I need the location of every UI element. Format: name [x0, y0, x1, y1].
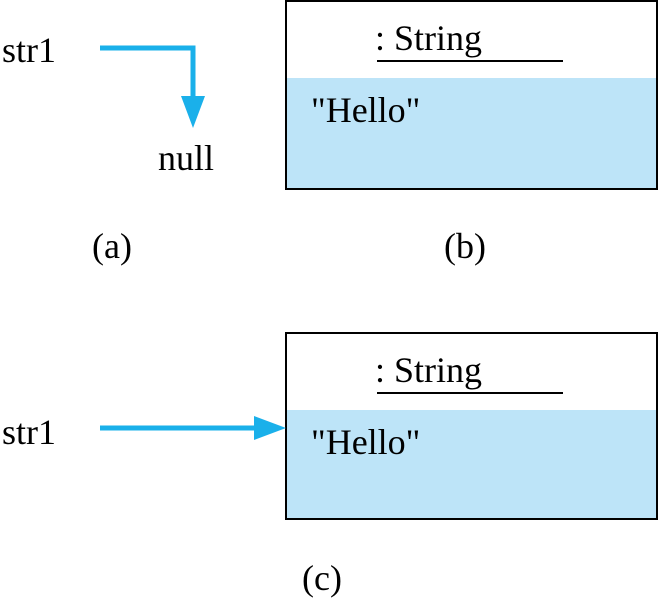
panel-b-caption: (b): [444, 226, 486, 266]
panel-c-class-underline: [377, 392, 563, 394]
panel-b-class-name: : String: [375, 18, 483, 58]
panel-a-arrow-head: [181, 96, 205, 128]
panel-c-object-body: "Hello": [287, 410, 656, 518]
panel-b-object-value: "Hello": [311, 90, 421, 130]
panel-c-arrow-head: [254, 416, 286, 440]
panel-c-caption: (c): [302, 558, 342, 598]
panel-c-object-value: "Hello": [311, 422, 421, 462]
panel-c-class-name: : String: [375, 350, 483, 390]
panel-c-string-object: : String "Hello": [285, 332, 658, 520]
panel-b-object-body: "Hello": [287, 78, 656, 188]
panel-b-string-object: : String "Hello": [285, 0, 658, 190]
panel-a-variable-label: str1: [2, 30, 56, 70]
panel-c-variable-label: str1: [2, 412, 56, 452]
panel-c-arrow: [100, 416, 286, 440]
panel-a-arrow: [100, 45, 205, 128]
panel-c-object-header: : String: [287, 334, 656, 412]
panel-a-caption: (a): [92, 226, 132, 266]
panel-b-class-underline: [377, 60, 563, 62]
panel-a-null-label: null: [158, 138, 215, 178]
